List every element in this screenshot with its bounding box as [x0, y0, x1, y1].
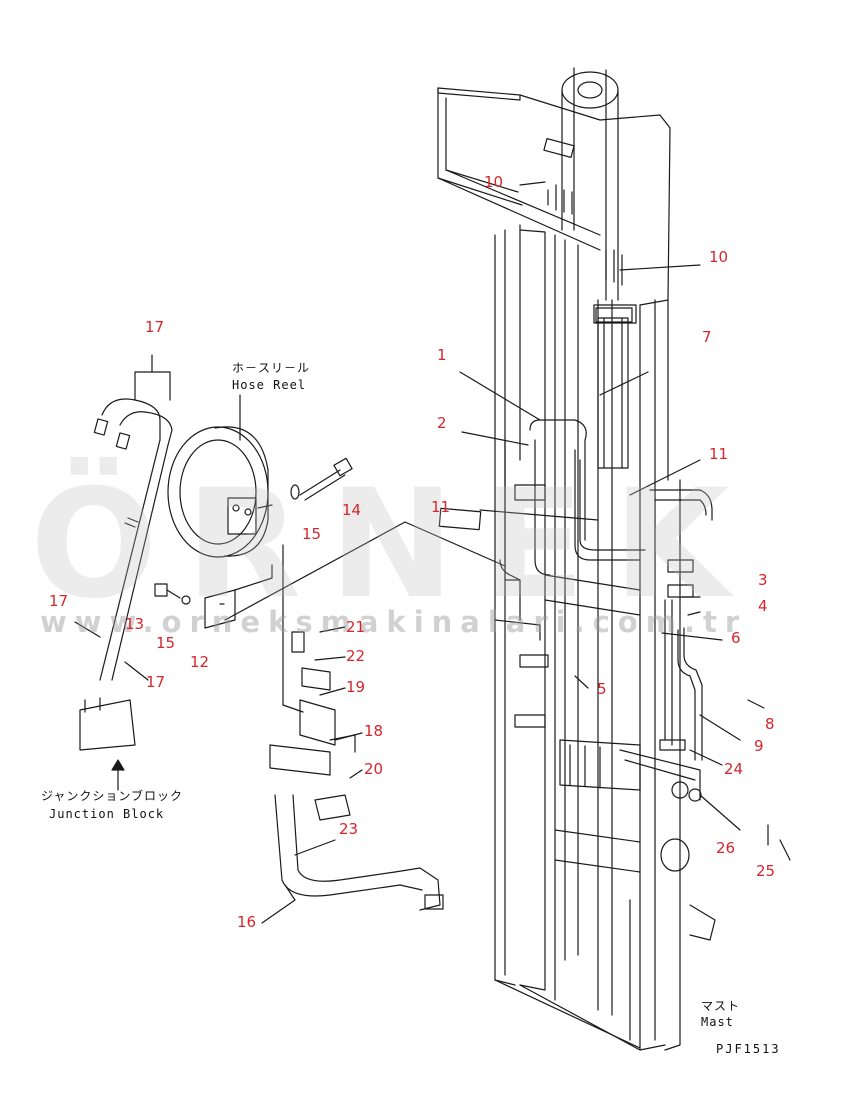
callout-1: 1	[437, 346, 447, 364]
callout-17c: 17	[146, 673, 166, 691]
callout-21: 21	[346, 618, 366, 636]
callout-26: 26	[716, 839, 736, 857]
callout-19: 19	[346, 678, 366, 696]
callout-15b: 15	[156, 634, 176, 652]
mast-leader-lines	[459, 181, 791, 861]
watermark-logo: ÖRNEK	[30, 458, 758, 632]
callout-14: 14	[342, 501, 362, 519]
mast-assembly	[437, 67, 716, 1051]
callout-5: 5	[597, 680, 607, 698]
mast-label-en: Mast	[701, 1015, 734, 1029]
callout-11a: 11	[709, 445, 729, 463]
watermark-url: www.orneksmakinalari.com.tr	[40, 605, 748, 639]
callout-20: 20	[364, 760, 384, 778]
callout-15a: 15	[302, 525, 322, 543]
callout-17a: 17	[145, 318, 165, 336]
callout-4: 4	[758, 597, 768, 615]
junction-block-label-jp: ジャンクションブロック	[41, 789, 184, 803]
callout-7: 7	[702, 328, 712, 346]
callout-8: 8	[765, 715, 775, 733]
callout-23: 23	[339, 820, 359, 838]
callout-3: 3	[758, 571, 768, 589]
hose-reel-label-jp: ホ－スリ－ル	[232, 361, 311, 375]
callout-2: 2	[437, 414, 447, 432]
callout-10a: 10	[484, 173, 504, 191]
callout-13: 13	[125, 615, 145, 633]
callout-6: 6	[731, 629, 741, 647]
junction-block-label-en: Junction Block	[49, 807, 165, 821]
callout-12: 12	[190, 653, 210, 671]
hose-reel-label-en: Hose Reel	[232, 378, 307, 392]
callout-22: 22	[346, 647, 366, 665]
callout-16: 16	[237, 913, 257, 931]
callout-9: 9	[754, 737, 764, 755]
callout-18: 18	[364, 722, 384, 740]
drawing-code: PJF1513	[716, 1042, 781, 1056]
callout-25: 25	[756, 862, 776, 880]
callout-10b: 10	[709, 248, 729, 266]
callout-17b: 17	[49, 592, 69, 610]
lower-hose-assembly	[261, 626, 444, 924]
junction-block-assembly	[74, 354, 173, 791]
callout-11b: 11	[431, 498, 451, 516]
mast-label-jp: マスト	[701, 999, 741, 1013]
callout-24: 24	[724, 760, 744, 778]
